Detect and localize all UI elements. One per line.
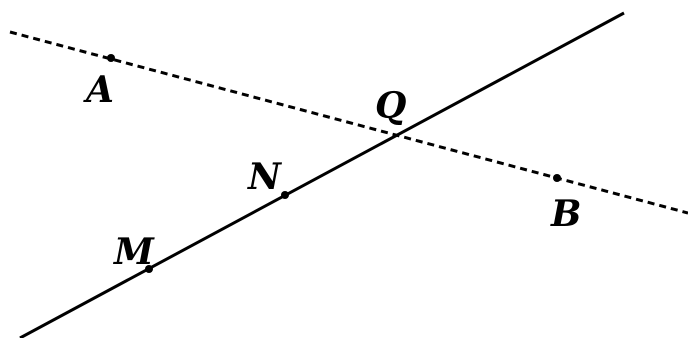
label-n: N [247,156,283,198]
point-a [107,54,115,62]
label-b: B [550,193,581,235]
label-m: M [112,231,155,273]
label-q: Q [375,85,406,127]
solid-line-mn [19,11,625,338]
point-m [145,265,153,273]
point-b [553,174,561,182]
label-a: A [83,69,114,111]
point-n [281,191,289,199]
dashed-line-ab [9,30,688,215]
